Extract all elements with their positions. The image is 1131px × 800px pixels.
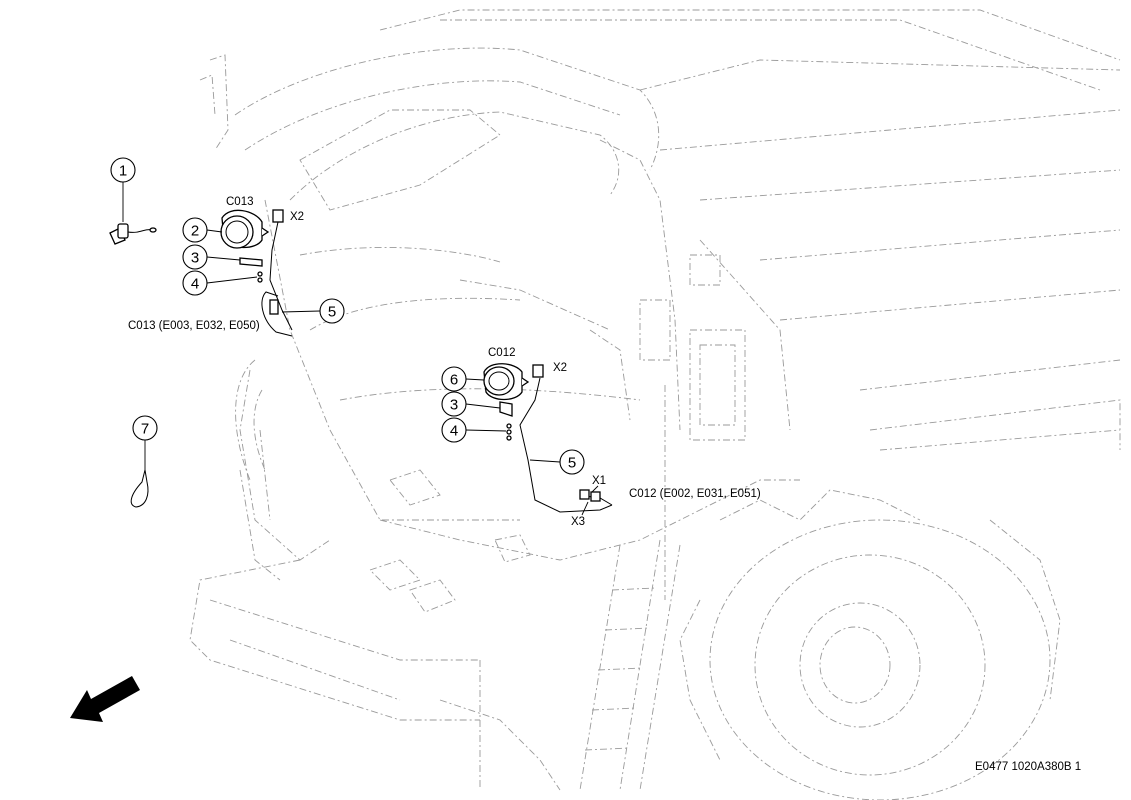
leader-line	[465, 378, 485, 381]
leader-line	[206, 256, 241, 261]
leader-line	[529, 459, 561, 463]
left-bracket-part	[239, 257, 263, 267]
reference-code: E0477 1020A380B 1	[975, 761, 1081, 773]
callout: 3	[441, 391, 467, 417]
connector-label: C012	[488, 347, 516, 359]
leader-line	[206, 276, 258, 284]
connector-label: X2	[553, 362, 567, 374]
callout-number: 4	[191, 276, 199, 293]
callout-number: 7	[141, 421, 149, 438]
callout-number: 4	[450, 423, 458, 440]
left-harness-part	[261, 209, 293, 337]
right-work-lamp-assembly: C012 X2 X1 X3 C012 (E002, E031, E051)	[465, 347, 761, 528]
callout: 7	[132, 415, 158, 441]
right-bracket-part	[499, 401, 513, 417]
right-screw-part	[506, 423, 512, 441]
callout-number: 1	[119, 163, 127, 180]
callout: 3	[182, 244, 208, 270]
connector-label: X1	[592, 475, 606, 487]
callout: 6	[441, 366, 467, 392]
callout-number: 3	[191, 250, 199, 267]
bulb-part	[109, 223, 157, 245]
leader-line	[581, 501, 589, 516]
connector-label: C012 (E002, E031, E051)	[629, 488, 761, 500]
leader-line	[465, 403, 501, 409]
left-lamp-part	[220, 209, 270, 249]
callout-number: 2	[191, 223, 199, 240]
callout-number: 3	[450, 397, 458, 414]
callout-number: 5	[568, 455, 576, 472]
connector-label: C013	[226, 196, 254, 208]
left-work-lamp-assembly: C013 X2 C013 (E003, E032, E050)	[109, 182, 321, 337]
leader-line	[281, 310, 321, 313]
leader-line	[591, 485, 599, 493]
leader-line	[465, 429, 507, 432]
direction-arrow-icon	[70, 676, 140, 722]
callout: 4	[182, 270, 208, 296]
callout: 5	[559, 449, 585, 475]
connector-label: C013 (E003, E032, E050)	[128, 320, 260, 332]
right-harness-part	[519, 364, 613, 513]
connector-label: X3	[571, 516, 585, 528]
connector-label: X2	[290, 211, 304, 223]
callout: 2	[182, 217, 208, 243]
callout-number: 6	[450, 372, 458, 389]
cable-tie-part	[130, 440, 149, 508]
callout-number: 5	[328, 304, 336, 321]
callout: 4	[441, 417, 467, 443]
left-screw-part	[257, 271, 263, 283]
right-lamp-part	[483, 363, 530, 401]
machine-outline-background	[189, 9, 1121, 800]
callout: 1	[110, 157, 136, 183]
leader-line	[206, 229, 223, 233]
callout: 5	[319, 298, 345, 324]
